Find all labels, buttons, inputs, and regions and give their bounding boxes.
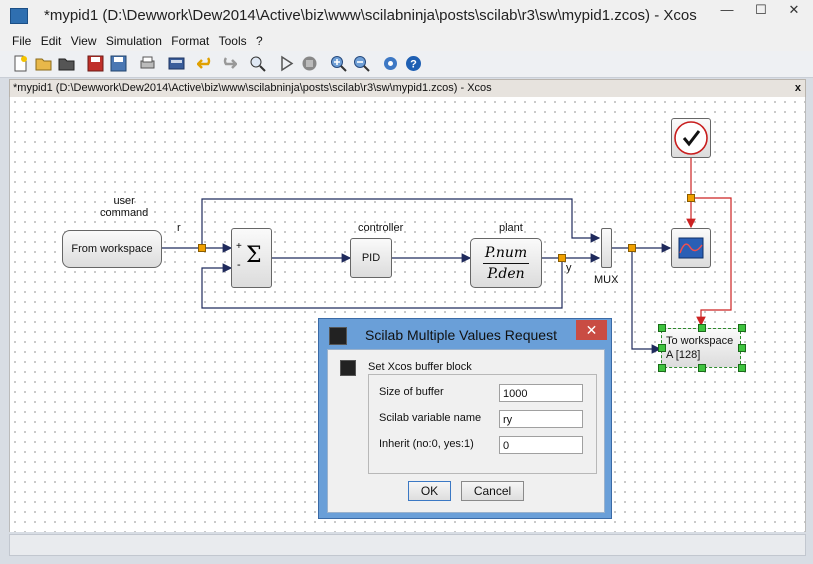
save-as-icon[interactable] bbox=[110, 55, 127, 72]
menu-tools[interactable]: Tools bbox=[218, 34, 247, 48]
minimize-button[interactable]: — bbox=[720, 2, 734, 17]
sum-minus-sign: - bbox=[237, 259, 241, 271]
menu-bar: File Edit View Simulation Format Tools ? bbox=[0, 32, 813, 51]
mux-label: MUX bbox=[594, 274, 619, 286]
selection-handle[interactable] bbox=[658, 344, 666, 352]
pid-block[interactable]: PID bbox=[350, 238, 392, 278]
status-bar bbox=[9, 534, 806, 556]
menu-file[interactable]: File bbox=[12, 34, 32, 48]
inherit-label: Inherit (no:0, yes:1) bbox=[379, 438, 474, 450]
split-point-r[interactable] bbox=[198, 244, 206, 252]
plant-denominator: P.den bbox=[487, 266, 525, 282]
window-title: *mypid1 (D:\Dewwork\Dew2014\Active\biz\w… bbox=[44, 7, 697, 24]
sum-block[interactable]: + - Σ bbox=[231, 228, 272, 288]
scope-block[interactable] bbox=[671, 228, 711, 268]
maximize-button[interactable]: ☐ bbox=[755, 2, 767, 17]
tab-close-button[interactable]: x bbox=[794, 82, 801, 94]
menu-view[interactable]: View bbox=[70, 34, 97, 48]
fraction-bar bbox=[483, 263, 529, 264]
dialog-title: Scilab Multiple Values Request bbox=[365, 327, 557, 343]
title-bar: *mypid1 (D:\Dewwork\Dew2014\Active\biz\w… bbox=[0, 0, 813, 32]
xcos-app-icon bbox=[10, 8, 28, 24]
dialog-subtitle: Set Xcos buffer block bbox=[368, 361, 472, 373]
mux-block[interactable] bbox=[601, 228, 612, 268]
save-icon[interactable] bbox=[87, 55, 104, 72]
to-workspace-label: To workspace bbox=[666, 335, 734, 347]
diagram-tab[interactable]: *mypid1 (D:\Dewwork\Dew2014\Active\biz\w… bbox=[9, 79, 806, 98]
variable-name-input[interactable]: ry bbox=[499, 410, 583, 428]
buffer-size-label: Size of buffer bbox=[379, 386, 444, 398]
dialog-close-button[interactable]: ✕ bbox=[576, 320, 607, 340]
selection-handle[interactable] bbox=[738, 364, 746, 372]
to-workspace-block[interactable]: To workspace A [128] bbox=[661, 328, 741, 368]
multiple-values-dialog: Scilab Multiple Values Request ✕ Set Xco… bbox=[318, 318, 612, 519]
zoom-in-icon[interactable] bbox=[330, 55, 347, 72]
zoom-out-icon[interactable] bbox=[353, 55, 370, 72]
fit-diagram-icon[interactable] bbox=[249, 55, 266, 72]
event-link-clock-to-workspace[interactable] bbox=[691, 197, 732, 327]
variable-name-label: Scilab variable name bbox=[379, 412, 482, 424]
clock-check-icon bbox=[674, 121, 708, 155]
open-in-scilab-icon[interactable] bbox=[58, 55, 75, 72]
diagram-tab-title: *mypid1 (D:\Dewwork\Dew2014\Active\biz\w… bbox=[13, 82, 492, 94]
pid-label: PID bbox=[361, 252, 381, 264]
link-mux-to-workspace[interactable] bbox=[631, 248, 662, 354]
selection-handle[interactable] bbox=[698, 324, 706, 332]
export-icon[interactable] bbox=[168, 55, 185, 72]
split-point-mux[interactable] bbox=[628, 244, 636, 252]
scilab-block-icon bbox=[340, 360, 356, 376]
to-workspace-buffer-label: A [128] bbox=[666, 349, 701, 361]
selection-handle[interactable] bbox=[738, 324, 746, 332]
user-command-caption: user command bbox=[100, 195, 148, 219]
buffer-size-input[interactable]: 1000 bbox=[499, 384, 583, 402]
selection-handle[interactable] bbox=[658, 364, 666, 372]
controller-caption: controller bbox=[358, 222, 404, 234]
open-folder-icon[interactable] bbox=[35, 55, 52, 72]
selection-handle[interactable] bbox=[738, 344, 746, 352]
menu-simulation[interactable]: Simulation bbox=[105, 34, 162, 48]
toolbar: ? bbox=[0, 51, 813, 78]
link-r-to-mux[interactable] bbox=[201, 198, 601, 248]
selection-handle[interactable] bbox=[658, 324, 666, 332]
stop-simulation-icon[interactable] bbox=[301, 55, 318, 72]
plant-numerator: P.num bbox=[484, 245, 528, 261]
event-split-point[interactable] bbox=[687, 194, 695, 202]
plant-transfer-function-block[interactable]: P.num P.den bbox=[470, 238, 542, 288]
cancel-button[interactable]: Cancel bbox=[461, 481, 524, 501]
scilab-dialog-icon bbox=[329, 327, 347, 345]
selection-handle[interactable] bbox=[698, 364, 706, 372]
clock-block[interactable] bbox=[671, 118, 711, 158]
undo-icon[interactable] bbox=[197, 55, 214, 72]
split-point-y[interactable] bbox=[558, 254, 566, 262]
start-simulation-icon[interactable] bbox=[278, 55, 295, 72]
links-layer bbox=[162, 158, 732, 354]
help-icon[interactable]: ? bbox=[405, 55, 422, 72]
print-icon[interactable] bbox=[139, 55, 156, 72]
from-workspace-block[interactable]: From workspace bbox=[62, 230, 162, 268]
new-diagram-icon[interactable] bbox=[12, 55, 29, 72]
link-feedback[interactable] bbox=[201, 258, 563, 309]
plant-caption: plant bbox=[499, 222, 523, 234]
signal-y-label: y bbox=[566, 262, 572, 274]
svg-text:?: ? bbox=[410, 59, 417, 71]
sum-symbol: Σ bbox=[246, 243, 262, 268]
inherit-input[interactable]: 0 bbox=[499, 436, 583, 454]
close-window-button[interactable]: ✕ bbox=[788, 2, 800, 17]
redo-icon[interactable] bbox=[220, 55, 237, 72]
from-workspace-label: From workspace bbox=[71, 243, 153, 255]
parameters-group: Size of buffer 1000 Scilab variable name… bbox=[368, 374, 597, 474]
user-caption-line1: user bbox=[113, 195, 135, 207]
user-caption-line2: command bbox=[100, 207, 149, 219]
sum-plus-sign: + bbox=[236, 241, 242, 252]
setup-gear-icon[interactable] bbox=[382, 55, 399, 72]
menu-format[interactable]: Format bbox=[171, 34, 210, 48]
dialog-body: Set Xcos buffer block Size of buffer 100… bbox=[327, 349, 605, 513]
menu-help[interactable]: ? bbox=[255, 34, 263, 48]
signal-r-label: r bbox=[177, 222, 181, 234]
menu-edit[interactable]: Edit bbox=[40, 34, 62, 48]
scope-graph-icon bbox=[678, 237, 704, 259]
ok-button[interactable]: OK bbox=[408, 481, 451, 501]
